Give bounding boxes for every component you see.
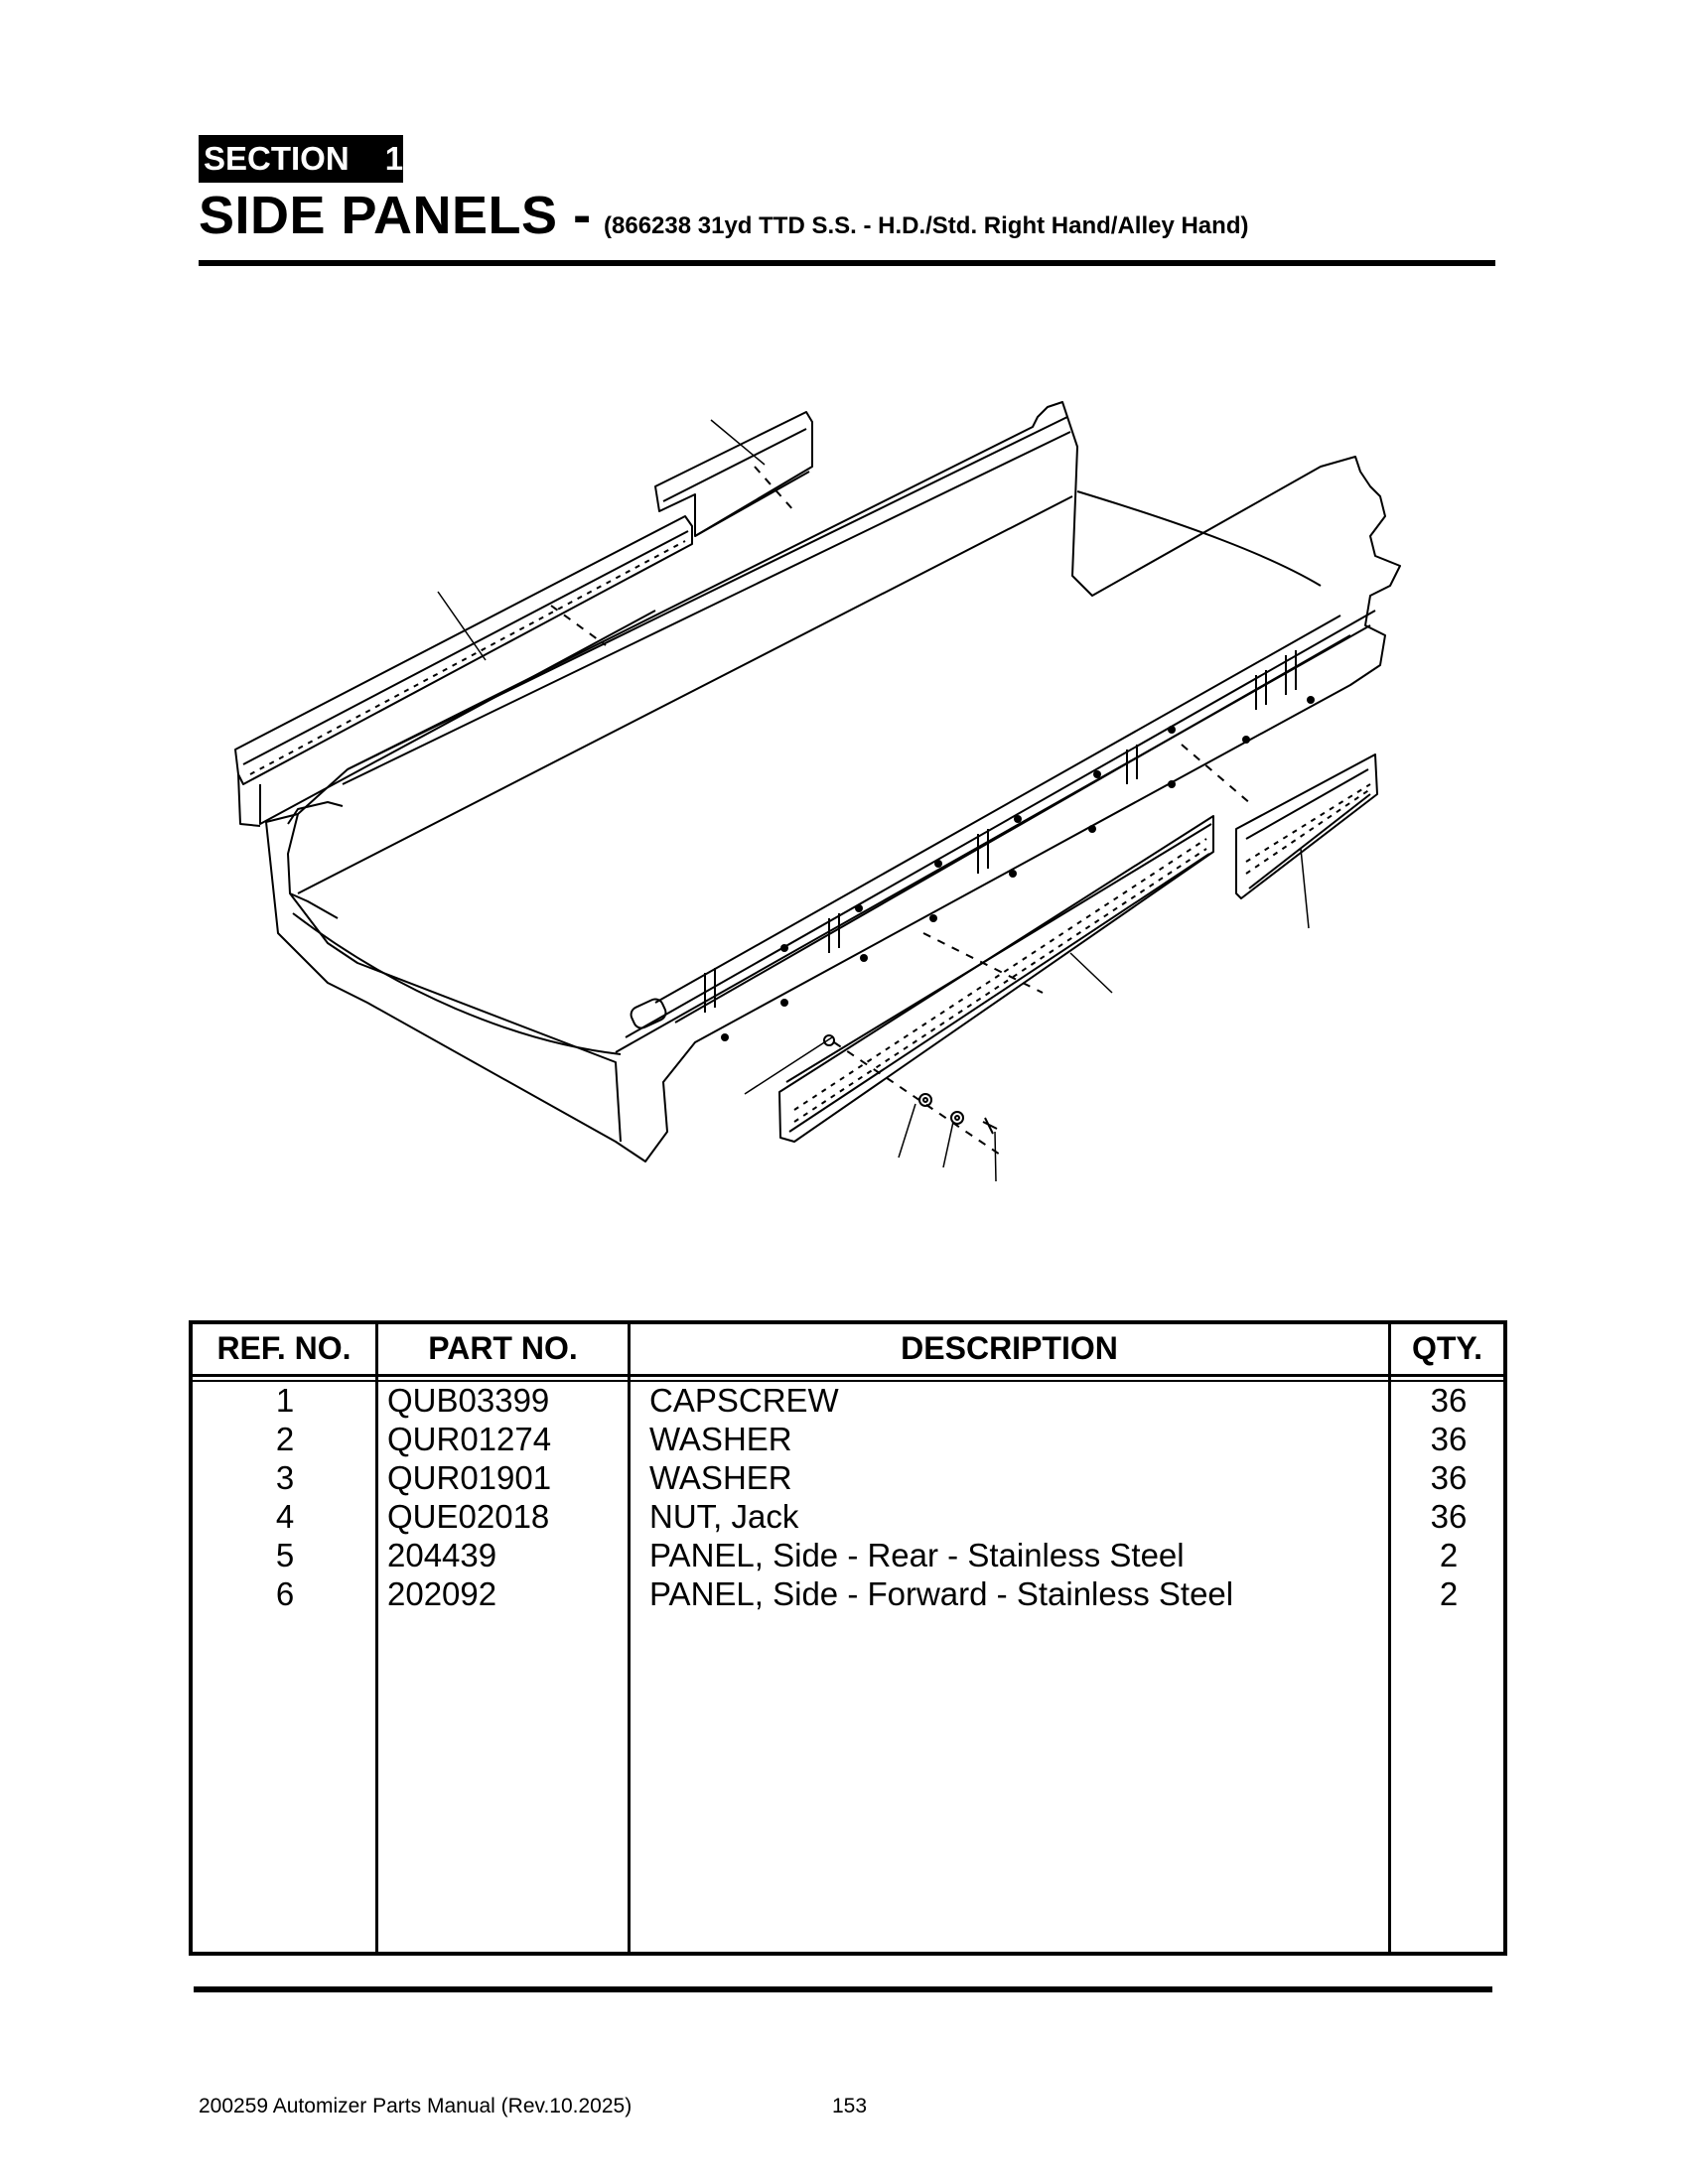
forward-side-panel-lower <box>778 815 1214 1143</box>
part-no: 202092 <box>387 1575 497 1612</box>
title-subtitle: (866238 31yd TTD S.S. - H.D./Std. Right … <box>604 212 1249 239</box>
exploded-parts-diagram <box>234 401 1401 1182</box>
header-divider <box>193 1374 1503 1377</box>
description: PANEL, Side - Forward - Stainless Steel <box>649 1575 1234 1612</box>
ref-no: 6 <box>275 1575 295 1612</box>
description: WASHER <box>649 1459 792 1496</box>
quantity: 36 <box>1430 1421 1468 1457</box>
section-number: 1 <box>384 140 404 177</box>
column-divider <box>628 1324 631 1952</box>
ref-no: 3 <box>275 1459 295 1496</box>
quantity: 2 <box>1439 1575 1459 1612</box>
part-no: QUR01274 <box>387 1421 552 1457</box>
part-no: 204439 <box>387 1537 497 1573</box>
parts-table: REF. NO. PART NO. DESCRIPTION QTY. 1 QUB… <box>189 1320 1507 1956</box>
footer-rule <box>194 1986 1492 1992</box>
header-description: DESCRIPTION <box>901 1330 1118 1366</box>
rear-side-panel-lower <box>1235 753 1378 899</box>
table-row: 2 QUR01274 WASHER 36 <box>193 1421 1503 1459</box>
section-badge: SECTION 1 <box>199 135 403 183</box>
ref-no: 1 <box>275 1382 295 1419</box>
curved-floor <box>292 912 622 1055</box>
alignment-lines <box>550 466 1252 1158</box>
hardware-fasteners <box>823 1034 998 1135</box>
part-no: QUR01901 <box>387 1459 552 1496</box>
description: WASHER <box>649 1421 792 1457</box>
top-rail <box>347 416 1068 770</box>
table-row: 4 QUE02018 NUT, Jack 36 <box>193 1498 1503 1537</box>
table-row: 3 QUR01901 WASHER 36 <box>193 1459 1503 1498</box>
table-row: 1 QUB03399 CAPSCREW 36 <box>193 1382 1503 1421</box>
footer-manual-title: 200259 Automizer Parts Manual (Rev.10.20… <box>199 2095 633 2117</box>
forward-side-panel <box>234 515 693 827</box>
title-main: SIDE PANELS - <box>199 186 592 245</box>
header-qty: QTY. <box>1411 1330 1483 1366</box>
table-row: 5 204439 PANEL, Side - Rear - Stainless … <box>193 1537 1503 1575</box>
body-outline <box>265 401 1401 1162</box>
ref-no: 5 <box>275 1537 295 1573</box>
rail-bolts <box>721 696 1315 1041</box>
leader-lines <box>437 419 1310 1182</box>
quantity: 36 <box>1430 1382 1468 1419</box>
section-label: SECTION <box>204 140 350 177</box>
header-rule <box>199 260 1495 266</box>
ref-no: 4 <box>275 1498 295 1535</box>
quantity: 2 <box>1439 1537 1459 1573</box>
header-divider <box>193 1380 1503 1382</box>
description: NUT, Jack <box>649 1498 799 1535</box>
page-title: SIDE PANELS - (866238 31yd TTD S.S. - H.… <box>199 185 1248 246</box>
quantity: 36 <box>1430 1459 1468 1496</box>
table-row: 6 202092 PANEL, Side - Forward - Stainle… <box>193 1575 1503 1614</box>
column-divider <box>1388 1324 1391 1952</box>
quantity: 36 <box>1430 1498 1468 1535</box>
part-no: QUE02018 <box>387 1498 550 1535</box>
description: PANEL, Side - Rear - Stainless Steel <box>649 1537 1185 1573</box>
page-number: 153 <box>832 2095 868 2117</box>
rear-side-panel-top <box>654 411 813 537</box>
header-part: PART NO. <box>428 1330 578 1366</box>
front-wall <box>287 813 339 919</box>
column-divider <box>375 1324 378 1952</box>
panel-holes <box>249 540 1371 1123</box>
header-ref: REF. NO. <box>216 1330 352 1366</box>
ref-no: 2 <box>275 1421 295 1457</box>
part-no: QUB03399 <box>387 1382 550 1419</box>
description: CAPSCREW <box>649 1382 839 1419</box>
